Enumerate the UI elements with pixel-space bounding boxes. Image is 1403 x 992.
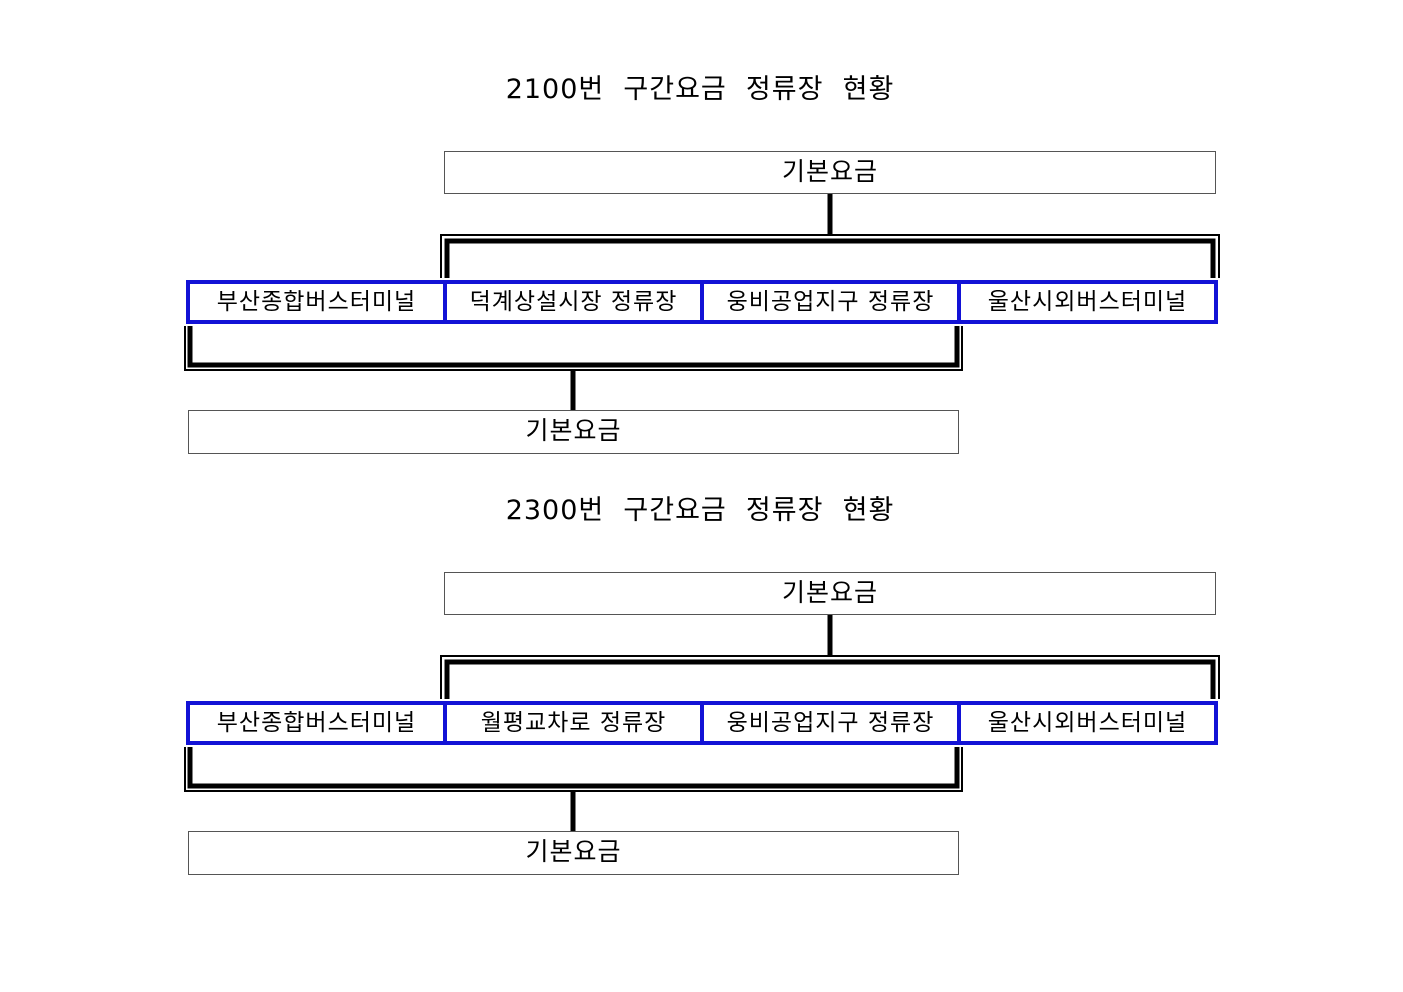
base-fare-top: 기본요금 — [444, 151, 1216, 194]
stop-box: 부산종합버스터미널 — [186, 280, 447, 324]
fare-diagram-2100: 2100번 구간요금 정류장 현황 기본요금 부산종합버스터미널 덕계상설시장 … — [0, 0, 1403, 454]
base-fare-bottom: 기본요금 — [188, 410, 959, 454]
stop-box: 웅비공업지구 정류장 — [700, 701, 961, 745]
base-fare-top: 기본요금 — [444, 572, 1216, 615]
stop-box: 울산시외버스터미널 — [957, 280, 1218, 324]
fare-diagram-2300: 2300번 구간요금 정류장 현황 기본요금 부산종합버스터미널 월평교차로 정… — [0, 421, 1403, 875]
bracket-connectors — [184, 194, 1220, 410]
diagram-title: 2300번 구간요금 정류장 현황 — [505, 495, 895, 526]
base-fare-bottom: 기본요금 — [188, 831, 959, 875]
bracket-connectors — [184, 615, 1220, 831]
stop-box: 울산시외버스터미널 — [957, 701, 1218, 745]
diagram-title: 2100번 구간요금 정류장 현황 — [505, 74, 895, 105]
stop-box: 월평교차로 정류장 — [443, 701, 704, 745]
stop-box: 웅비공업지구 정류장 — [700, 280, 961, 324]
stop-box: 덕계상설시장 정류장 — [443, 280, 704, 324]
stop-box: 부산종합버스터미널 — [186, 701, 447, 745]
